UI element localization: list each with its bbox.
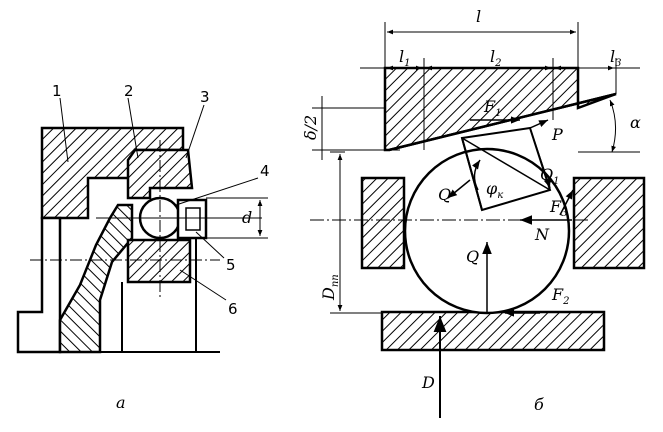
bottom-base: [380, 310, 606, 352]
label-l3: l3: [610, 47, 622, 69]
phi-arc: [472, 159, 481, 191]
leader-3: [185, 104, 205, 159]
label-phi: φк: [486, 179, 503, 201]
label-delta: δ/2: [301, 115, 320, 140]
retainer-inner: [185, 207, 201, 231]
label-F3: F3: [549, 197, 567, 219]
label-Dpp: Dпп: [319, 274, 341, 301]
part-label-6: 6: [228, 300, 238, 318]
left-block: [360, 176, 406, 270]
label-l2: l2: [490, 47, 502, 69]
label-Q-center: Q: [466, 247, 479, 266]
label-l1: l1: [399, 47, 411, 69]
leader-6: [179, 269, 227, 301]
large-ball: [403, 147, 571, 315]
arrow-P: [529, 119, 549, 129]
caption-a: а: [116, 393, 126, 412]
leader-1: [59, 97, 69, 163]
part-label-3: 3: [200, 88, 210, 106]
part-3-ring: [126, 148, 194, 200]
part-2-sleeve: [58, 203, 134, 354]
polygon-edge-left: [461, 137, 483, 211]
label-P: P: [551, 125, 563, 144]
dim-d-label: d: [242, 208, 252, 227]
part-label-2: 2: [124, 82, 134, 100]
label-N: N: [534, 225, 550, 244]
part-label-4: 4: [260, 162, 270, 180]
arrow-Q-left: [447, 179, 471, 199]
leader-5: [195, 231, 225, 259]
part-label-1: 1: [52, 82, 62, 100]
part-label-5: 5: [226, 256, 236, 274]
caption-b: б: [534, 395, 544, 414]
housing-wall: [16, 216, 62, 354]
figure-b: l l1 l2 l3 δ/2 α Dпп F1 P Q Q1 φк F3 N Q…: [301, 7, 646, 418]
arrow-Q1: [529, 127, 551, 189]
dim-alpha-arc: [609, 99, 617, 153]
arrow-F3: [559, 189, 574, 216]
part-6-ring: [126, 238, 192, 284]
polygon-diagonal: [461, 137, 551, 191]
leader-2: [127, 97, 139, 159]
label-Q-left: Q: [438, 185, 451, 204]
right-block: [572, 176, 646, 270]
label-F2: F2: [551, 285, 569, 307]
label-F1: F1: [483, 97, 501, 119]
figure-a: d 1 2 3 4 5 6 а: [16, 82, 270, 412]
wedge-incline: [388, 92, 617, 152]
label-alpha: α: [630, 113, 641, 132]
label-D: D: [421, 373, 435, 392]
label-l: l: [476, 7, 481, 26]
label-Q1: Q1: [540, 165, 560, 187]
leader-4: [175, 177, 259, 206]
